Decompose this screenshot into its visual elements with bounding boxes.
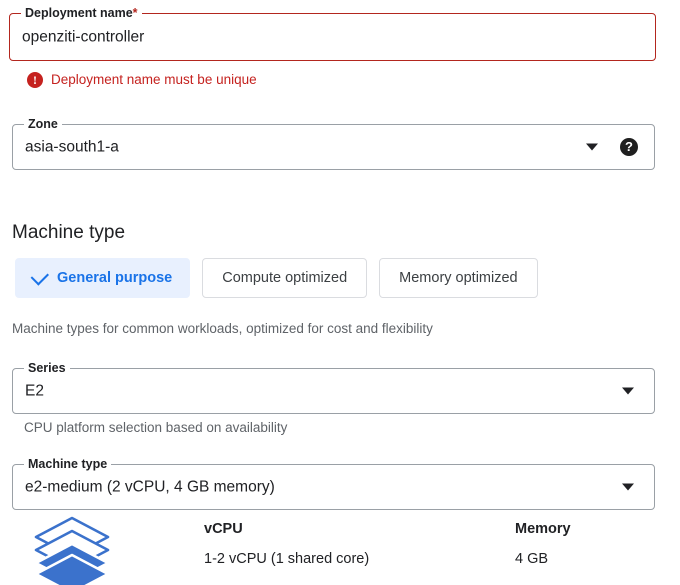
series-value[interactable]: E2 bbox=[25, 382, 44, 400]
deployment-name-error-text: Deployment name must be unique bbox=[51, 72, 257, 87]
machine-type-select-field[interactable]: Machine type e2-medium (2 vCPU, 4 GB mem… bbox=[12, 457, 655, 510]
tab-memory-optimized-label: Memory optimized bbox=[399, 270, 518, 286]
series-field[interactable]: Series E2 bbox=[12, 361, 655, 414]
stacked-layers-icon bbox=[34, 516, 110, 585]
spec-vcpu-value: 1-2 vCPU (1 shared core) bbox=[204, 551, 370, 567]
series-helper-text: CPU platform selection based on availabi… bbox=[24, 420, 288, 435]
tab-general-purpose-label: General purpose bbox=[57, 270, 173, 286]
tab-general-purpose[interactable]: General purpose bbox=[15, 258, 191, 298]
machine-category-toggle-group: General purpose Compute optimized Memory… bbox=[15, 258, 538, 298]
deployment-name-error: ! Deployment name must be unique bbox=[27, 72, 257, 88]
machine-type-select-value[interactable]: e2-medium (2 vCPU, 4 GB memory) bbox=[25, 478, 275, 496]
machine-spec-summary: vCPU 1-2 vCPU (1 shared core) Memory 4 G… bbox=[0, 512, 680, 585]
chevron-down-icon[interactable] bbox=[622, 387, 634, 395]
spec-column-vcpu: vCPU 1-2 vCPU (1 shared core) bbox=[204, 520, 369, 569]
deployment-name-field[interactable]: Deployment name* openziti-controller bbox=[9, 6, 656, 61]
series-label: Series bbox=[24, 361, 70, 376]
help-circle-icon[interactable]: ? bbox=[620, 138, 638, 156]
machine-type-select-label: Machine type bbox=[24, 457, 112, 472]
deployment-name-input[interactable]: openziti-controller bbox=[22, 28, 145, 46]
zone-field[interactable]: Zone asia-south1-a ? bbox=[12, 117, 655, 170]
machine-category-helper-text: Machine types for common workloads, opti… bbox=[12, 321, 433, 336]
zone-label: Zone bbox=[24, 117, 62, 132]
spec-vcpu-header: vCPU bbox=[204, 521, 243, 537]
spec-memory-value: 4 GB bbox=[515, 551, 549, 567]
machine-type-heading: Machine type bbox=[12, 222, 126, 243]
tab-memory-optimized[interactable]: Memory optimized bbox=[379, 258, 538, 298]
spec-memory-header: Memory bbox=[515, 521, 571, 537]
chevron-down-icon[interactable] bbox=[622, 483, 634, 491]
spec-column-memory: Memory 4 GB bbox=[515, 520, 571, 569]
required-asterisk: * bbox=[132, 6, 138, 20]
check-icon bbox=[30, 266, 49, 286]
tab-compute-optimized[interactable]: Compute optimized bbox=[202, 258, 368, 298]
error-circle-icon: ! bbox=[27, 72, 43, 88]
deployment-name-label: Deployment name* bbox=[21, 6, 142, 21]
chevron-down-icon[interactable] bbox=[586, 143, 598, 151]
deployment-name-label-text: Deployment name bbox=[25, 6, 133, 20]
tab-compute-optimized-label: Compute optimized bbox=[222, 270, 348, 286]
zone-value[interactable]: asia-south1-a bbox=[25, 138, 119, 156]
